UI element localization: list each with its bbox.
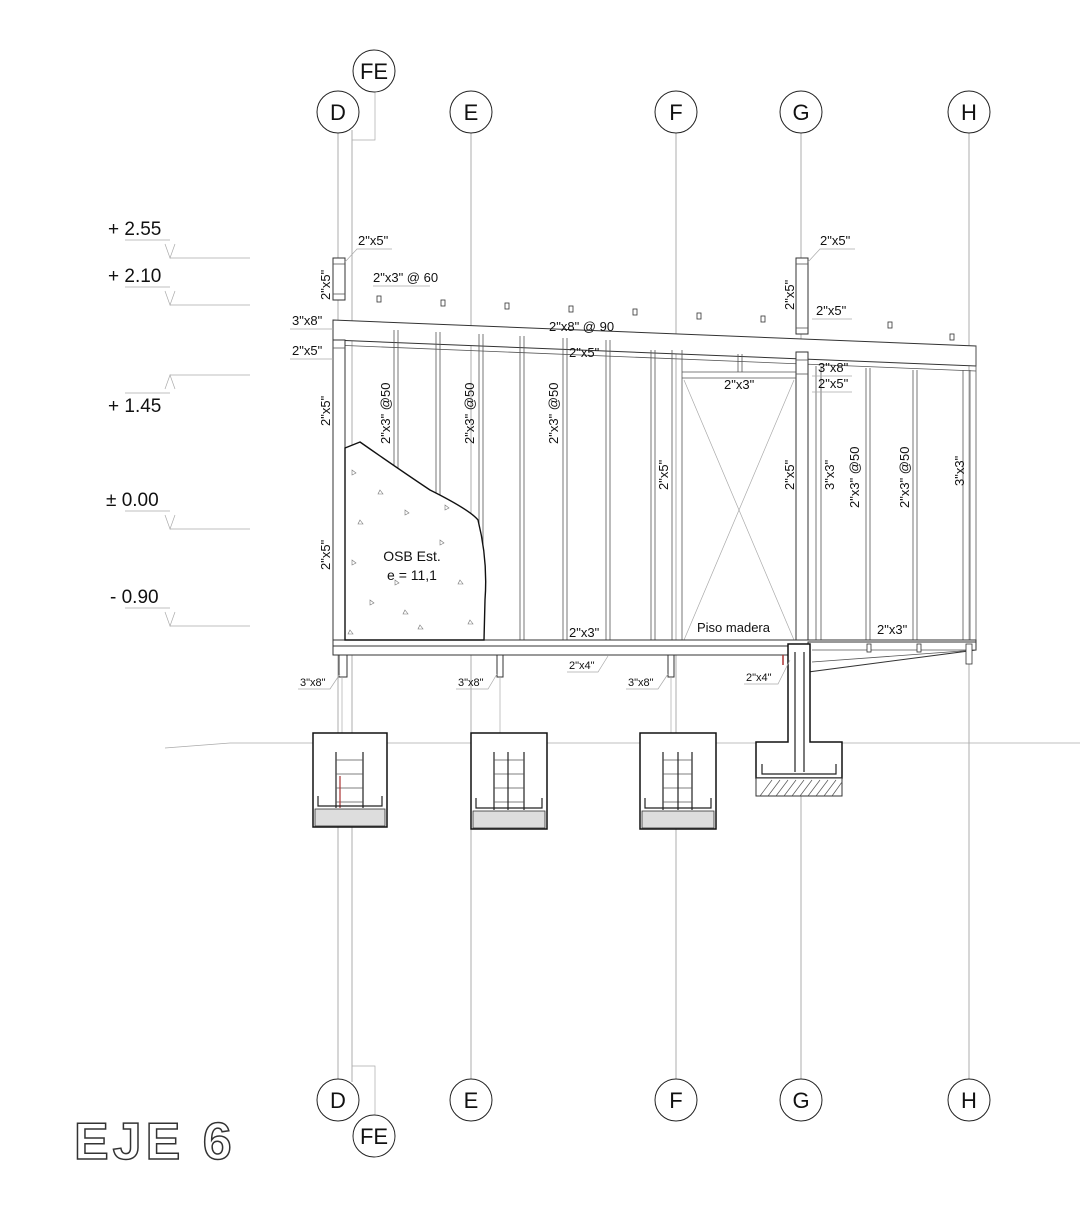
axis-label: F [669,100,682,125]
axis-bubble-bottom-h: H [947,1078,991,1122]
level-label: ± 0.00 [106,490,159,511]
axis-label: E [464,100,479,125]
osb-panel: OSB Est. e = 11,1 [344,441,487,641]
axis-bubble-bottom-e: E [449,1078,493,1122]
level-marker-0-00: ± 0.00 [106,490,250,531]
level-label: - 0.90 [110,587,159,608]
label-stud-h: 3"x3" [952,455,967,486]
label-studs-2: 2"x3" @50 [462,383,477,444]
axis-label: FE [360,1124,388,1149]
axis-bubble-bottom-f: F [654,1078,698,1122]
label-post-g-right: 2"x5" [816,303,847,318]
label-rafters: 2"x8" @ 90 [549,319,614,334]
axis-label: H [961,1088,977,1113]
axis-label: F [669,1088,682,1113]
footing-f [639,732,717,830]
footing-g [755,643,843,797]
axis-bubble-top-e: E [449,90,493,134]
label-beam-d: 3"x8" [292,313,323,328]
footing-d [312,732,388,828]
label-purlins: 2"x3" @ 60 [373,270,438,285]
label-post-d-top: 2"x5" [358,233,389,248]
axis-label: D [330,1088,346,1113]
label-plate-g: 2"x5" [818,376,849,391]
axis-label: G [792,100,809,125]
label-plate-d: 2"x5" [292,343,323,358]
level-marker-2-55: + 2.55 [108,219,250,260]
axis-label: FE [360,59,388,84]
label-studs-4: 2"x3" @50 [847,447,862,508]
label-pile-d: 3"x8" [300,677,326,689]
axis-bubble-top-h: H [947,90,991,134]
label-joist-2: 2"x4" [746,672,772,684]
label-joist-1: 2"x4" [569,660,595,672]
label-floor: Piso madera [697,620,771,635]
level-marker-minus-0-90: - 0.90 [110,587,250,628]
label-studs-5: 2"x3" @50 [897,447,912,508]
level-label: + 2.55 [108,219,161,240]
label-stud-d-upper: 2"x5" [318,395,333,426]
level-label: + 2.10 [108,266,161,287]
axis-bubble-bottom-g: G [779,1078,823,1122]
axis-bubble-bottom-d: D [316,1078,360,1122]
label-post-f: 2"x5" [656,459,671,490]
axis-label: G [792,1088,809,1113]
label-post-d-side: 2"x5" [318,269,333,300]
label-studs-1: 2"x3" @50 [378,383,393,444]
axis-label: E [464,1088,479,1113]
axis-bubble-top-g: G [779,90,823,134]
label-pile-f: 3"x8" [628,677,654,689]
axis-label: D [330,100,346,125]
label-bottom-plate-1: 2"x3" [569,625,600,640]
level-marker-1-45: + 1.45 [108,373,250,417]
ground-line [164,742,1080,749]
level-label: + 1.45 [108,396,161,417]
drawing-title: EJE 6 [74,1113,236,1171]
member-labels: 2"x5" 2"x5" 2"x3" @ 60 3"x8" 2"x5" 2"x8"… [290,233,967,690]
axis-bubble-top-fe: FE [352,49,396,93]
timber-frame [332,257,977,740]
axis-label: H [961,100,977,125]
label-stud-d-lower: 2"x5" [318,539,333,570]
label-post-g-top: 2"x5" [820,233,851,248]
axis-bubble-top-f: F [654,90,698,134]
label-pile-e: 3"x8" [458,677,484,689]
axis-bubble-bottom-fe: FE [352,1114,396,1158]
label-bottom-plate-2: 2"x3" [877,622,908,637]
label-studs-3: 2"x3" @50 [546,383,561,444]
label-top-plate: 2"x5" [569,345,600,360]
label-post-g-mid: 2"x5" [782,459,797,490]
label-lintel: 2"x3" [724,377,755,392]
osb-thickness-label: e = 11,1 [387,567,437,583]
label-beam-g: 3"x8" [818,360,849,375]
level-marker-2-10: + 2.10 [108,266,250,307]
label-post-g-side: 2"x5" [782,279,797,310]
label-stud-g-right: 3"x3" [822,459,837,490]
footing-e [470,732,548,830]
axis-bubble-top-d: D [316,90,360,134]
osb-name-label: OSB Est. [383,548,441,564]
